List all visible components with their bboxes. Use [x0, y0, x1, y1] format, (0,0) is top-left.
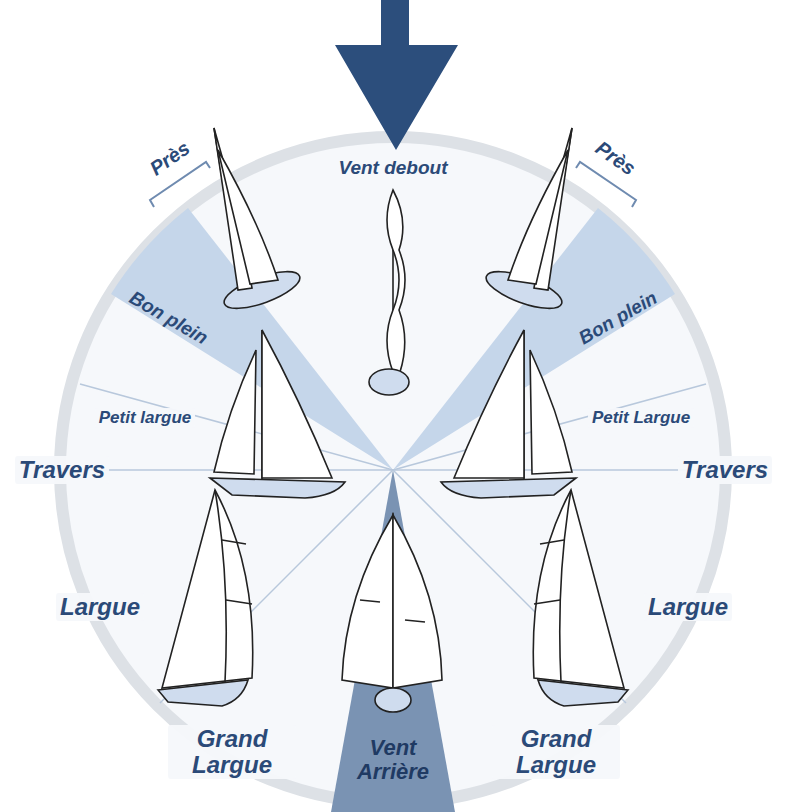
point-of-sail-label: Largue: [644, 593, 732, 621]
point-of-sail-label: Vent debout: [334, 157, 451, 180]
boat-head-to-wind: [369, 190, 409, 395]
wind-circle: [60, 137, 726, 803]
point-of-sail-label: Largue: [56, 593, 144, 621]
point-of-sail-label: Grand Largue: [492, 725, 620, 780]
boat-close-hauled: [214, 128, 304, 316]
point-of-sail-label: Petit largue: [95, 408, 196, 429]
wind-arrow: [335, 0, 458, 150]
boat-broad-reach: [158, 490, 253, 706]
vent-arriere-sector: [331, 470, 455, 812]
point-of-sail-label: Travers: [15, 456, 109, 484]
boat-close-reach: [210, 330, 345, 498]
boat-running: [342, 515, 442, 712]
point-of-sail-label: Vent Arrière: [334, 735, 452, 785]
sector-lines: [66, 384, 720, 703]
point-of-sail-label: Petit Largue: [588, 408, 694, 429]
point-of-sail-label: Près: [142, 133, 198, 182]
point-of-sail-label: Près: [588, 133, 644, 182]
point-of-sail-label: Travers: [678, 456, 772, 484]
point-of-sail-label: Grand Largue: [168, 725, 296, 780]
